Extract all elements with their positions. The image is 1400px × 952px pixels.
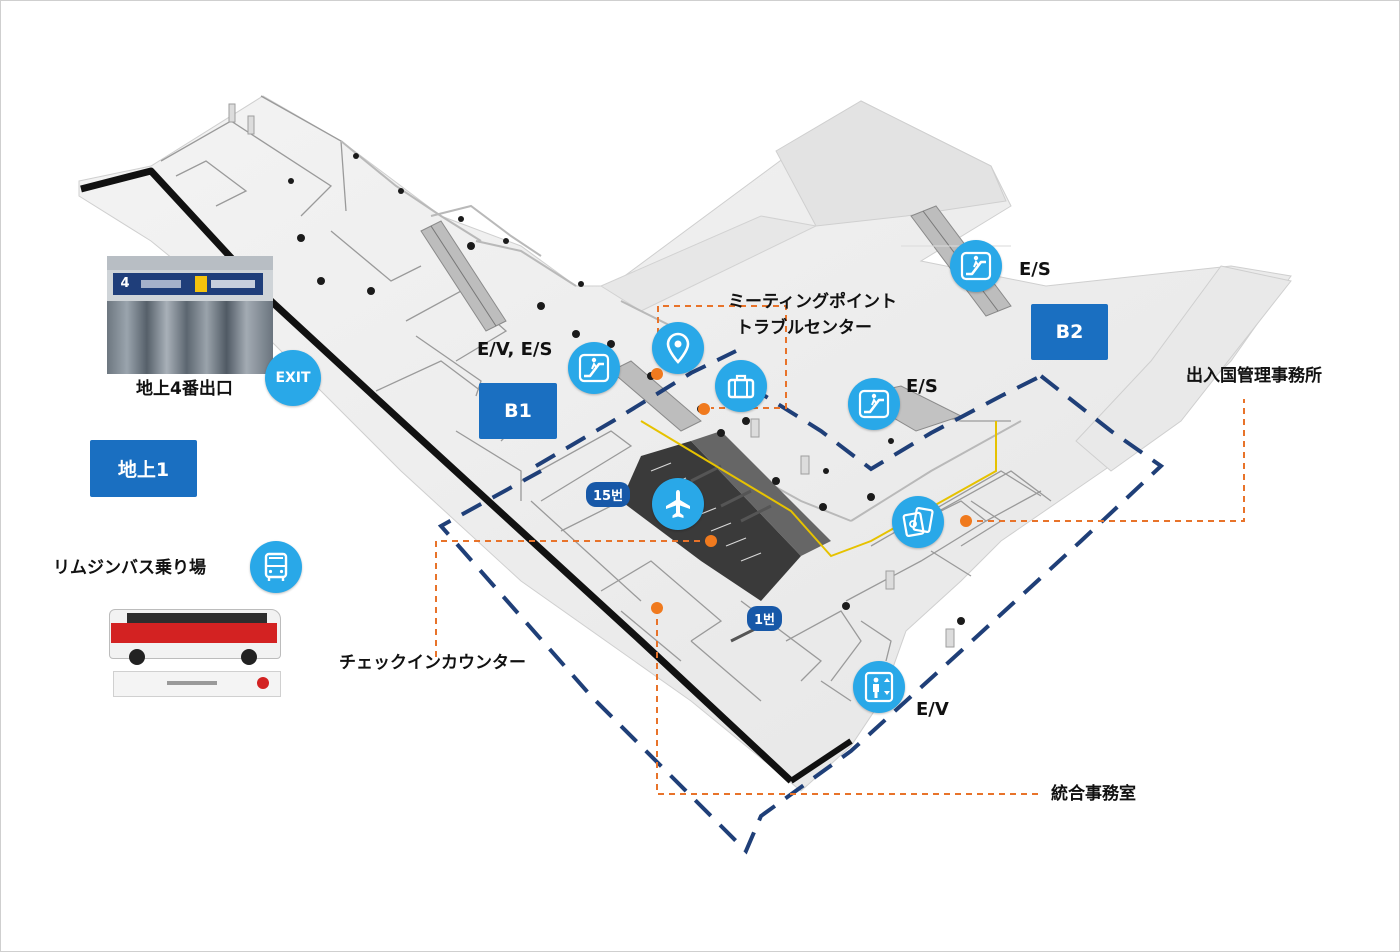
elevator-icon [853,661,905,713]
exit-4-photo: 4 [107,256,273,374]
label-ev-es: E/V, E/S [477,339,553,360]
leader-lines [435,305,1245,795]
escalator-glyph [858,389,890,419]
outer-wall [80,167,794,784]
label-immigration-office: 出入国管理事務所 [1186,366,1322,386]
bus-red-stripe [111,623,277,643]
label-checkin-counter: チェックインカウンター [339,653,526,673]
limousine-bus-photo [107,601,285,701]
exit-doors [107,301,273,374]
elevator-glyph [864,671,894,703]
bus-wheel-front [129,649,145,665]
counter-1-badge: 1번 [747,606,783,631]
exit-badge: EXIT [265,350,321,406]
passport-icon [892,496,944,548]
floor-badge-b1: B1 [479,383,557,439]
escalator-icon [950,240,1002,292]
bus-stop-text [167,681,217,685]
floor-badge-ground: 地上1 [90,440,197,497]
wall-end [789,738,853,784]
exit-signboard [113,273,263,295]
exit-sign-yellow [195,276,207,292]
airplane-glyph [666,490,690,518]
counter-15-badge: 15번 [586,482,631,507]
exit-sign-text [211,280,255,288]
location-pin-glyph [666,332,690,364]
exit-number-tag: 4 [120,276,130,291]
bus-stop-logo [257,677,269,689]
label-es-upper: E/S [1019,259,1051,280]
location-markers [651,368,972,614]
label-limousine-bus: リムジンバス乗り場 [53,558,206,578]
floor-badge-b2: B2 [1031,304,1108,360]
bus-wheel-rear [241,649,257,665]
location-pin-icon [652,322,704,374]
label-ev-lower: E/V [916,699,949,720]
passport-glyph [902,506,934,538]
label-meeting-point: ミーティングポイント [728,292,897,312]
yellow-guide-line [640,420,997,558]
label-trouble-center: トラブルセンター [736,318,872,338]
airplane-icon [652,478,704,530]
label-exit-4: 地上4番出口 [136,379,233,399]
bus-windows [127,613,267,623]
bus-icon [250,541,302,593]
escalator-glyph [578,353,610,383]
right-corridor [1075,265,1292,472]
kiosks [228,103,955,648]
escalator-icon [568,342,620,394]
exit-sign-text-left [141,280,181,288]
bus-glyph [264,552,288,581]
exit-photo-top [107,256,273,270]
exit-badge-label: EXIT [275,370,311,386]
upper-corridor [599,215,818,312]
dashed-zones [437,349,1165,855]
label-integrated-office: 統合事務室 [1051,784,1136,804]
baggage-icon [715,360,767,412]
escalator-icon [848,378,900,430]
label-es-middle: E/S [906,376,938,397]
escalator-glyph [960,251,992,281]
baggage-glyph [727,374,755,399]
